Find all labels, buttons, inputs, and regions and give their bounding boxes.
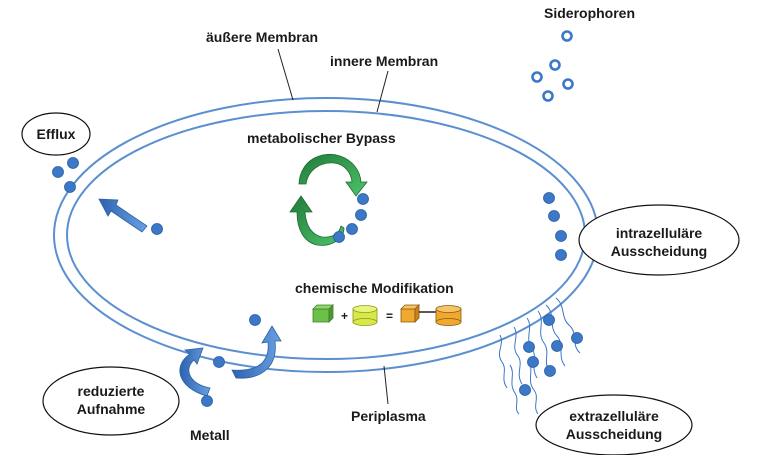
periplasm-label: Periplasma bbox=[351, 408, 426, 424]
metal-ion bbox=[213, 356, 225, 368]
extracellular-strands bbox=[498, 297, 581, 415]
metal-ion bbox=[249, 314, 261, 326]
reduced-uptake-arrows bbox=[179, 325, 282, 397]
metal-ion bbox=[333, 231, 345, 243]
metal-ion bbox=[571, 332, 583, 344]
efflux-arrow bbox=[98, 198, 148, 233]
efflux-callout: Efflux bbox=[21, 112, 91, 156]
intracellular-ions bbox=[543, 192, 567, 261]
siderophore bbox=[561, 30, 573, 42]
extracellular-label-line2: Ausscheidung bbox=[566, 426, 662, 442]
metal-ion bbox=[543, 314, 555, 326]
chemical-modification-label: chemische Modifikation bbox=[295, 280, 454, 296]
siderophore bbox=[562, 78, 574, 90]
green-cube bbox=[312, 304, 334, 323]
metal-ion bbox=[201, 395, 213, 407]
metal-ion bbox=[548, 210, 560, 222]
reduced-uptake-callout: reduzierte Aufnahme bbox=[42, 366, 180, 436]
equals-sign: = bbox=[386, 309, 393, 323]
metal-ion bbox=[357, 193, 369, 205]
metal-ion bbox=[151, 223, 163, 235]
siderophore bbox=[531, 71, 543, 83]
efflux-label: Efflux bbox=[37, 126, 76, 142]
efflux-ions bbox=[52, 157, 79, 193]
metal-ion bbox=[523, 341, 535, 353]
metal-ion bbox=[551, 340, 563, 352]
siderophores-label: Siderophoren bbox=[544, 5, 635, 21]
uptake-curve-right bbox=[231, 325, 282, 379]
yellow-cylinder bbox=[352, 305, 378, 326]
periplasm-pointer bbox=[383, 365, 389, 405]
metal-ion bbox=[346, 223, 358, 235]
metal-ion bbox=[555, 230, 567, 242]
reduced-label-line2: Aufnahme bbox=[77, 401, 146, 417]
inner-membrane-label: innere Membran bbox=[330, 53, 438, 69]
uptake-curve-left bbox=[179, 347, 211, 397]
chemical-modification-equation: + = bbox=[312, 304, 462, 326]
metabolic-bypass-label: metabolischer Bypass bbox=[247, 130, 396, 146]
siderophores bbox=[531, 30, 574, 102]
plus-sign: + bbox=[341, 309, 348, 323]
outer-membrane-pointer bbox=[277, 48, 294, 101]
extracellular-ions bbox=[519, 314, 583, 396]
metal-ion bbox=[67, 157, 79, 169]
metal-ion bbox=[543, 192, 555, 204]
siderophore bbox=[549, 59, 561, 71]
metal-ion bbox=[64, 181, 76, 193]
extracellular-excretion-callout: extrazelluläre Ausscheidung bbox=[535, 394, 693, 455]
metal-ion bbox=[527, 356, 539, 368]
metabolic-bypass-arrows bbox=[289, 153, 368, 246]
bypass-arrow-bottom bbox=[289, 195, 345, 246]
metal-ion bbox=[555, 249, 567, 261]
outer-membrane-label: äußere Membran bbox=[206, 29, 318, 45]
intracellular-label-line2: Ausscheidung bbox=[611, 243, 707, 259]
metal-label: Metall bbox=[190, 427, 230, 443]
siderophore bbox=[542, 90, 554, 102]
intracellular-excretion-callout: intrazelluläre Ausscheidung bbox=[578, 204, 740, 276]
metal-ion bbox=[544, 365, 556, 377]
reduced-label-line1: reduzierte bbox=[78, 383, 145, 399]
metal-ion bbox=[519, 384, 531, 396]
bypass-arrow-top bbox=[298, 153, 368, 197]
extracellular-label-line1: extrazelluläre bbox=[569, 408, 659, 424]
metal-ion bbox=[52, 166, 64, 178]
inner-membrane-pointer bbox=[376, 70, 389, 113]
metal-ion bbox=[355, 209, 367, 221]
orange-product bbox=[400, 304, 462, 326]
bypass-ions bbox=[333, 193, 369, 243]
intracellular-label-line1: intrazelluläre bbox=[616, 225, 703, 241]
